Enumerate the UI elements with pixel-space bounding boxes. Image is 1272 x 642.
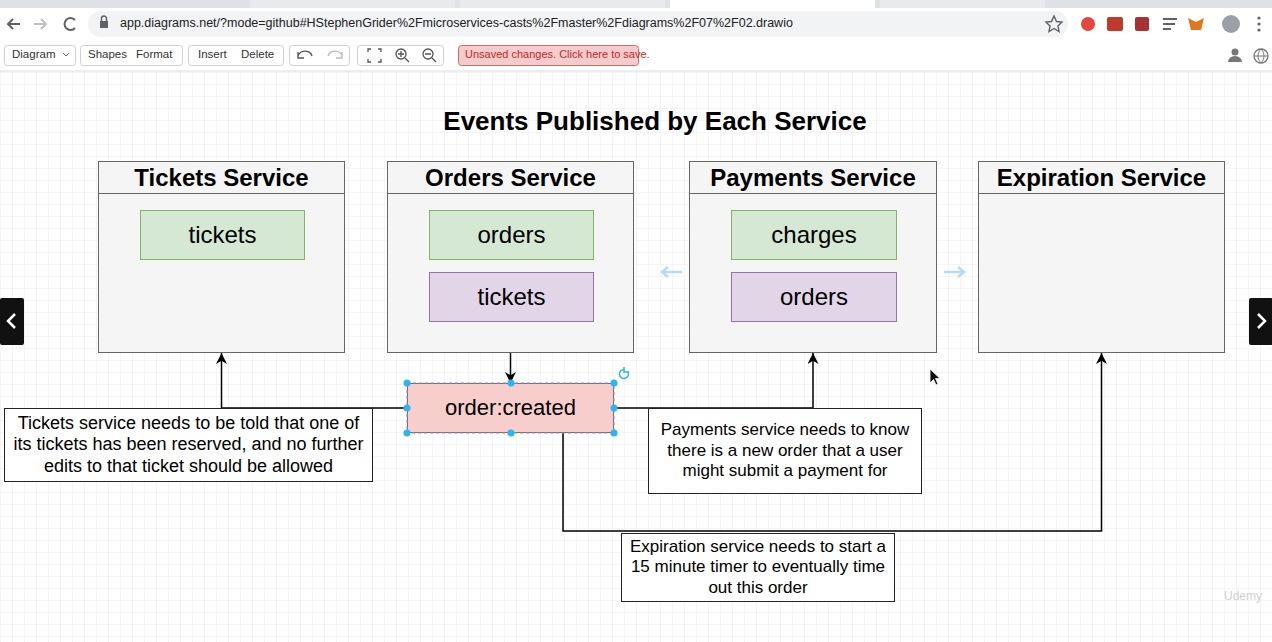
tab-strip: [0, 0, 1272, 8]
menu-item: Shapes: [88, 48, 127, 60]
collection-box: orders: [731, 272, 897, 322]
browser-tab: [670, 0, 875, 8]
undo-icon: [298, 51, 312, 58]
selection-outline: [407, 383, 614, 433]
next-slide-icon: [1258, 314, 1265, 328]
toolbar-button: [5, 46, 76, 66]
service-heading: Payments Service: [690, 162, 936, 194]
language-icon: [1254, 49, 1268, 63]
event-connector: [222, 353, 408, 408]
prev-slide-button: [0, 298, 24, 345]
note-box: Expiration service needs to start a 15 m…: [621, 533, 895, 602]
event-connector: [614, 353, 813, 408]
canvas-ground: [0, 71, 1272, 642]
service-box: Orders Service orders tickets: [387, 161, 634, 353]
node-label: tickets: [477, 283, 545, 311]
address-url: app.diagrams.net/?mode=github#HStephenGr…: [120, 16, 793, 30]
forward-icon: [34, 19, 46, 29]
toolbar-button: [358, 46, 444, 66]
star-icon: [1046, 16, 1062, 32]
node-label: orders: [477, 221, 545, 249]
browser-tab: [250, 0, 455, 8]
note-text: Payments service needs to know there is …: [655, 420, 915, 481]
menu-item: Delete: [241, 48, 274, 60]
menu-icon: [1257, 16, 1260, 19]
service-box: Tickets Service tickets: [98, 161, 345, 353]
event-box: order:created: [407, 383, 614, 433]
prev-slide-icon: [8, 314, 15, 328]
node-label: tickets: [188, 221, 256, 249]
extension-icon: [1081, 17, 1095, 31]
toolbar-border: [0, 71, 1272, 72]
watermark: Udemy: [1224, 589, 1262, 603]
zoom-in-icon: [398, 51, 409, 62]
reload-icon: [65, 18, 75, 30]
menu-item: Format: [136, 48, 172, 60]
editor-toolbar: [0, 41, 1272, 71]
collection-box: charges: [731, 210, 897, 260]
diagram-title: Events Published by Each Service: [330, 106, 980, 137]
fullscreen-icon: [368, 49, 381, 62]
unsaved-notice: Unsaved changes. Click here to save.: [465, 48, 650, 60]
share-icon: [1228, 56, 1242, 62]
rotate-handle: [619, 367, 629, 378]
address-row: [0, 8, 1272, 41]
browser-tab: [880, 0, 1045, 8]
service-heading: Expiration Service: [979, 162, 1224, 194]
lock-icon: [102, 16, 107, 21]
toolbar-button: [189, 46, 284, 66]
extension-icon: [1107, 17, 1123, 31]
menu-item: Diagram: [12, 48, 55, 60]
event-connector: [510, 353, 512, 383]
toolbar-button: [81, 46, 183, 66]
profile-avatar: [1222, 15, 1240, 33]
dropdown-chevron: [63, 53, 69, 56]
browser-tab: [460, 0, 665, 8]
lock-icon: [100, 21, 108, 28]
zoom-out-icon: [425, 54, 436, 62]
menu-icon: [1257, 28, 1260, 31]
mouse-cursor: [930, 369, 940, 385]
collection-box: tickets: [429, 272, 594, 322]
redo-icon: [328, 51, 342, 58]
canvas-grid: [0, 71, 1272, 642]
address-bar: [88, 11, 1068, 37]
language-icon: [1254, 49, 1268, 63]
extension-icon: [1188, 18, 1204, 30]
extension-icon: [1135, 17, 1149, 31]
service-box: Payments Service charges orders: [689, 161, 937, 353]
node-label: charges: [771, 221, 856, 249]
menu-icon: [1257, 22, 1260, 25]
note-box: Tickets service needs to be told that on…: [4, 408, 373, 482]
collection-box: orders: [429, 210, 594, 260]
hover-arrow: [662, 267, 682, 277]
collection-box: tickets: [140, 210, 305, 260]
node-label: orders: [780, 283, 848, 311]
extension-icon: [1163, 19, 1177, 29]
node-label: order:created: [445, 395, 576, 420]
service-heading: Orders Service: [388, 162, 633, 194]
menu-item: Insert: [198, 48, 227, 60]
share-icon: [1232, 49, 1239, 56]
note-box: Payments service needs to know there is …: [648, 408, 922, 494]
note-text: Tickets service needs to be told that on…: [11, 413, 366, 478]
event-connector: [563, 353, 1102, 531]
service-heading: Tickets Service: [99, 162, 344, 194]
toolbar-button: [290, 46, 350, 66]
back-icon: [8, 19, 20, 29]
note-text: Expiration service needs to start a 15 m…: [628, 537, 888, 598]
service-box: Expiration Service: [978, 161, 1225, 353]
hover-arrow: [944, 267, 964, 277]
next-slide-button: [1249, 298, 1272, 345]
